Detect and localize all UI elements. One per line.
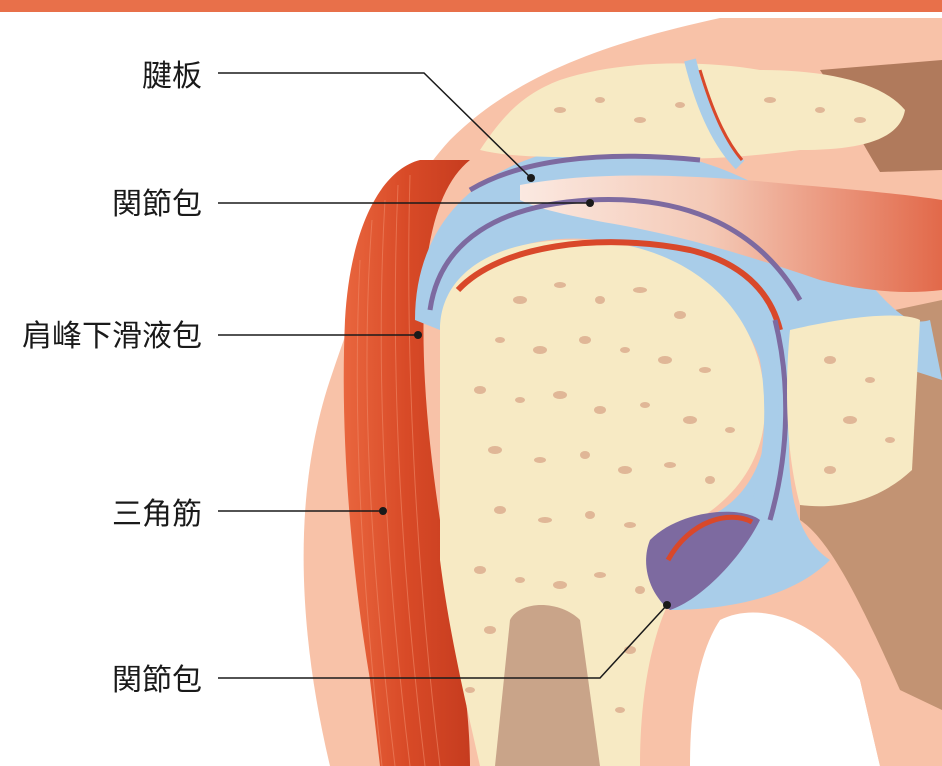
- label-subacromial-bursa: 肩峰下滑液包: [22, 322, 202, 352]
- dot-capsule-upper: [586, 199, 594, 207]
- label-joint-capsule-lower: 関節包: [112, 666, 202, 696]
- glenoid: [787, 315, 920, 506]
- dot-subacromial-bursa: [414, 331, 422, 339]
- label-joint-capsule-upper: 関節包: [112, 190, 202, 220]
- top-bar: [0, 0, 942, 12]
- label-deltoid-muscle: 三角筋: [112, 500, 202, 530]
- dot-tendon-plate: [527, 174, 535, 182]
- dot-capsule-lower: [663, 601, 671, 609]
- label-tendon-plate: 腱板: [142, 62, 202, 92]
- dot-deltoid: [379, 507, 387, 515]
